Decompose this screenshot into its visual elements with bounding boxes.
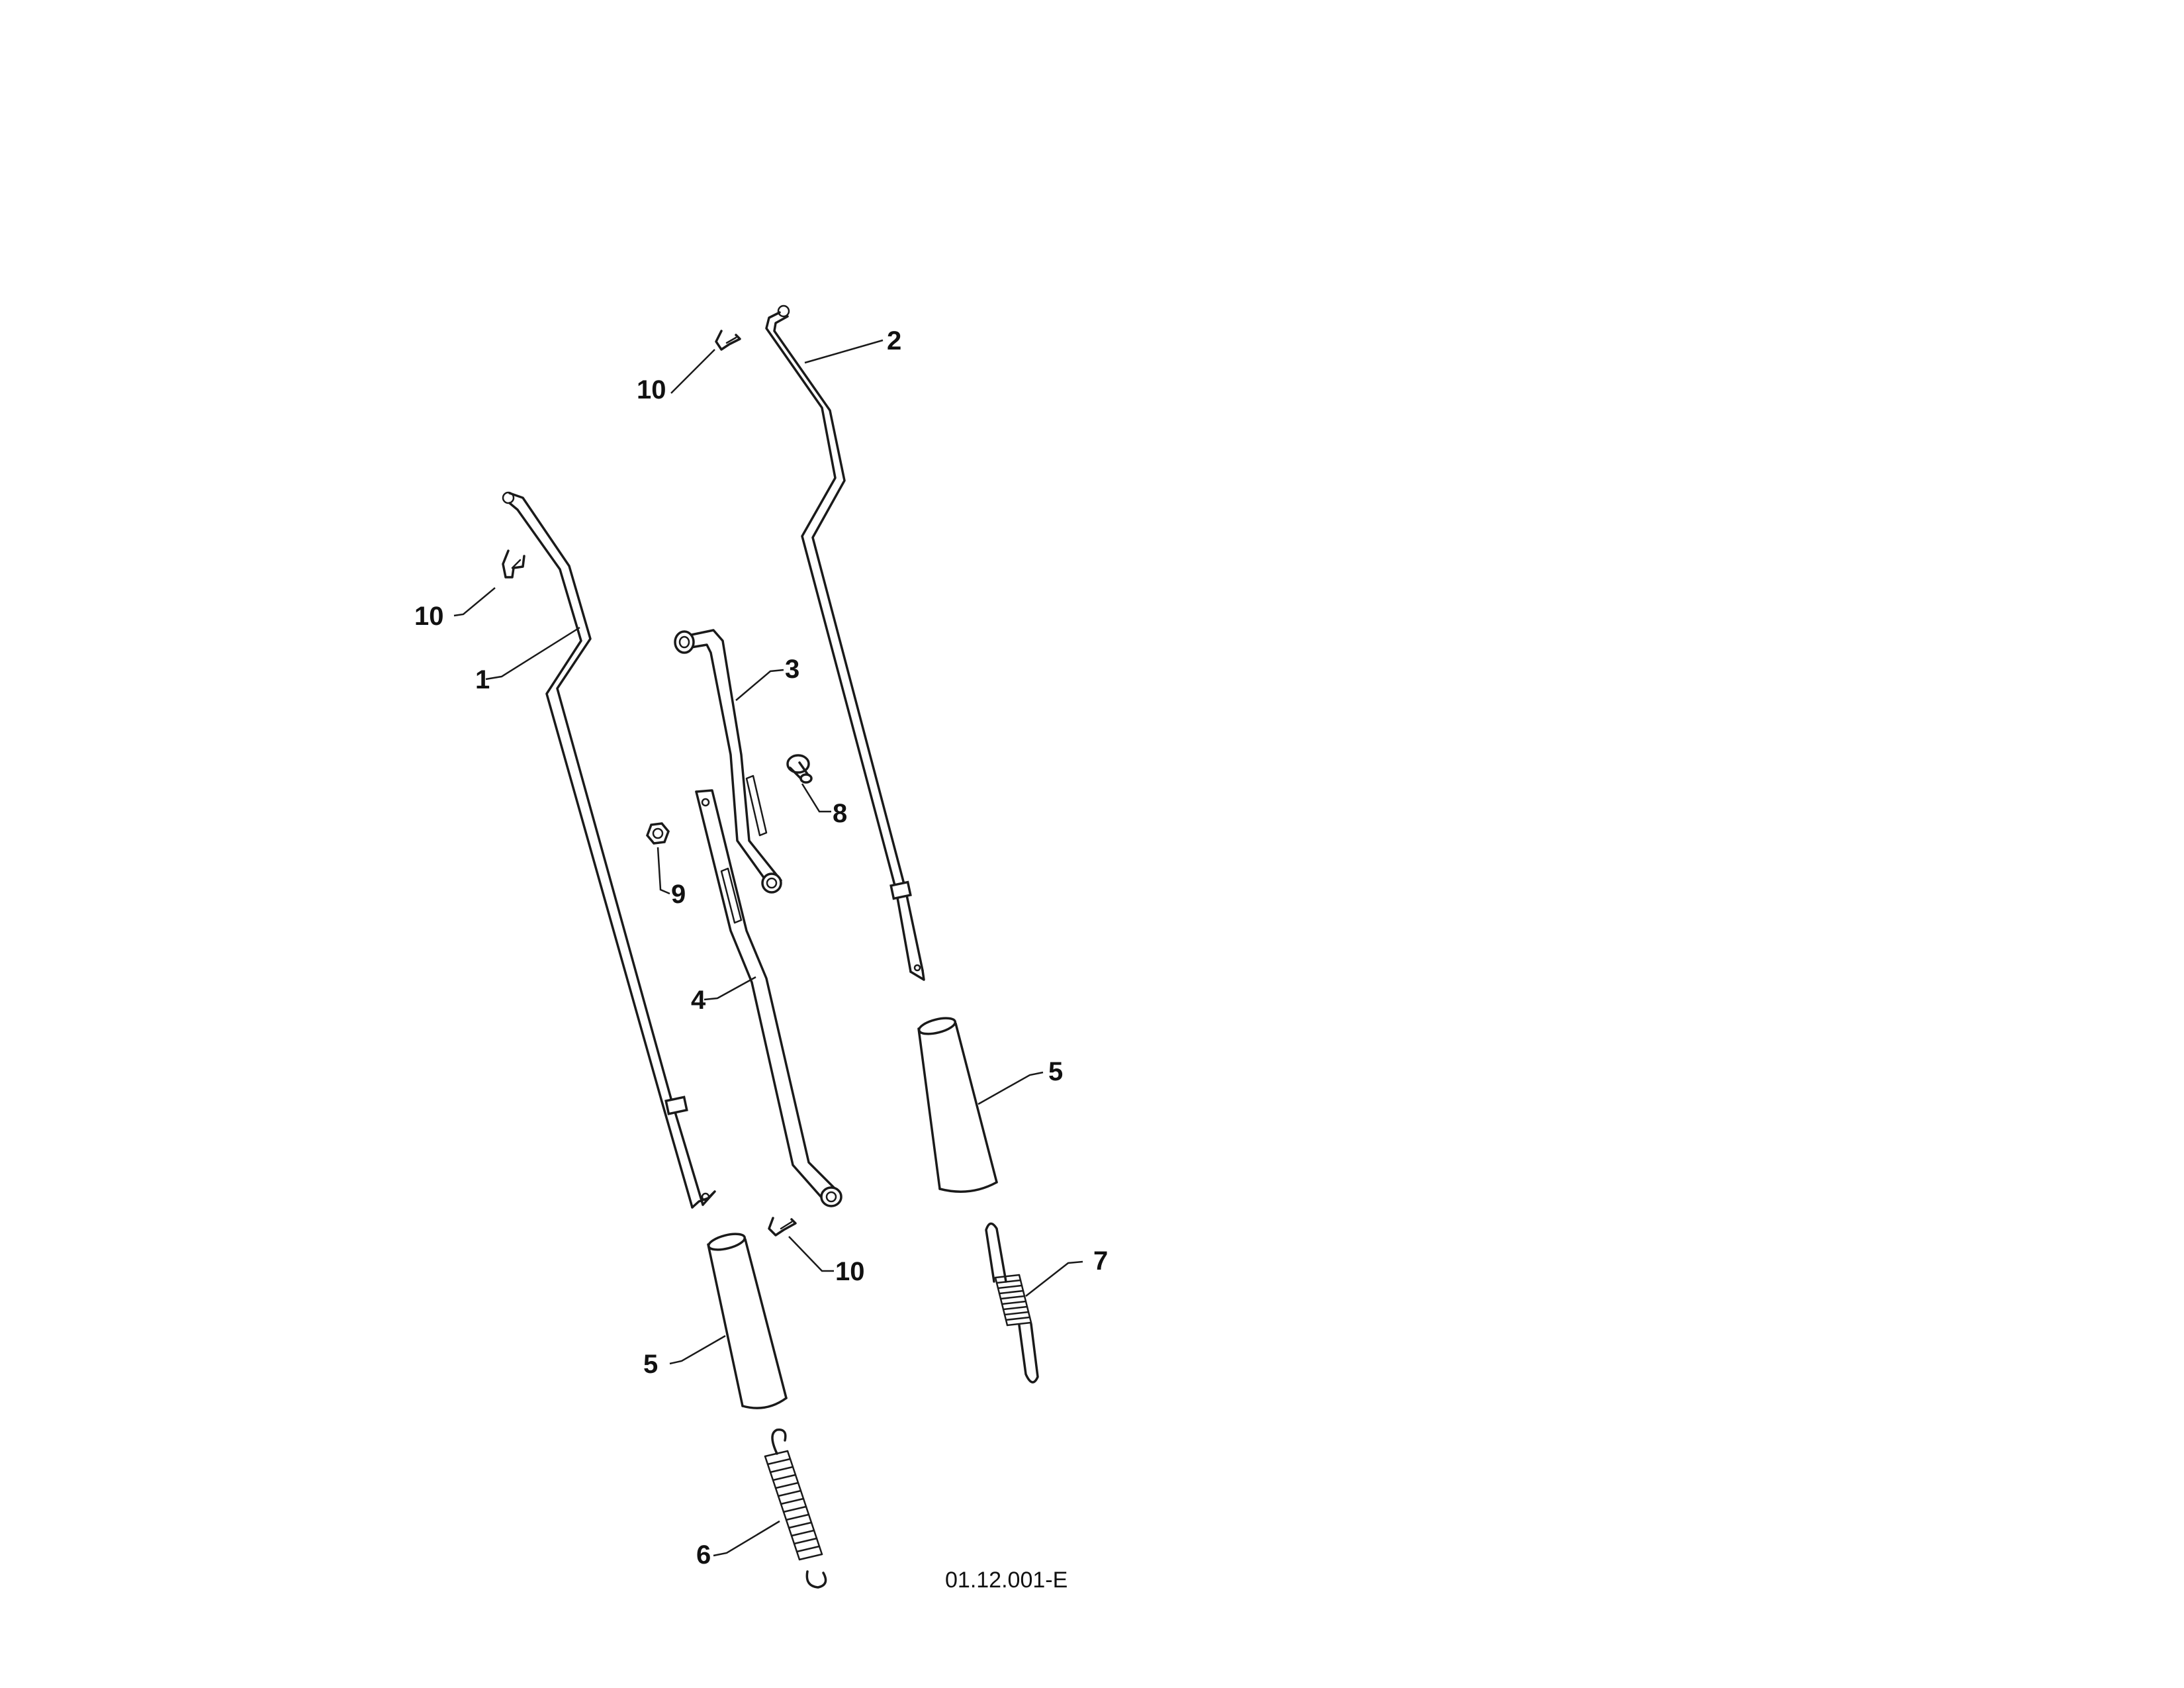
clip-10-top	[715, 330, 741, 351]
leader-6	[713, 1520, 780, 1557]
callout-7: 7	[1093, 1246, 1108, 1276]
clip-10-bottom	[768, 1217, 797, 1237]
leader-3	[735, 669, 784, 701]
callout-9: 9	[671, 880, 686, 909]
callout-3: 3	[785, 655, 799, 684]
callout-5-right: 5	[1048, 1057, 1063, 1086]
link-3	[674, 629, 782, 894]
rod-1	[502, 491, 716, 1209]
leader-10-bottom	[788, 1236, 834, 1272]
leader-7	[1025, 1260, 1083, 1297]
callout-5-left: 5	[643, 1350, 658, 1379]
callout-8: 8	[833, 799, 847, 828]
leader-5-right	[978, 1071, 1044, 1105]
callout-6: 6	[696, 1540, 711, 1570]
leader-10-top	[670, 349, 715, 394]
rod-2	[765, 305, 925, 981]
callout-10-top: 10	[637, 375, 666, 404]
leader-9	[657, 847, 670, 895]
callout-10-bottom: 10	[835, 1257, 865, 1286]
spring-7	[985, 1222, 1039, 1383]
drawing-code: 01.12.001-E	[945, 1568, 1068, 1593]
callout-2: 2	[887, 326, 901, 355]
leader-10-left	[453, 587, 496, 617]
sleeve-5-right	[917, 1017, 998, 1193]
callout-1: 1	[475, 665, 490, 694]
leader-2	[804, 339, 884, 364]
leader-5-left	[669, 1335, 726, 1365]
leader-4	[704, 976, 756, 1001]
bolt-8	[786, 754, 813, 784]
spring-6	[764, 1429, 827, 1589]
callout-4: 4	[691, 986, 706, 1015]
sleeve-5-left	[707, 1233, 788, 1409]
clip-10-left	[502, 549, 525, 579]
nut-9	[646, 822, 670, 845]
callout-10-left: 10	[414, 602, 444, 631]
link-4	[695, 789, 842, 1207]
leader-1	[485, 626, 580, 680]
leader-8	[801, 783, 831, 813]
leader-lines	[453, 339, 1083, 1557]
